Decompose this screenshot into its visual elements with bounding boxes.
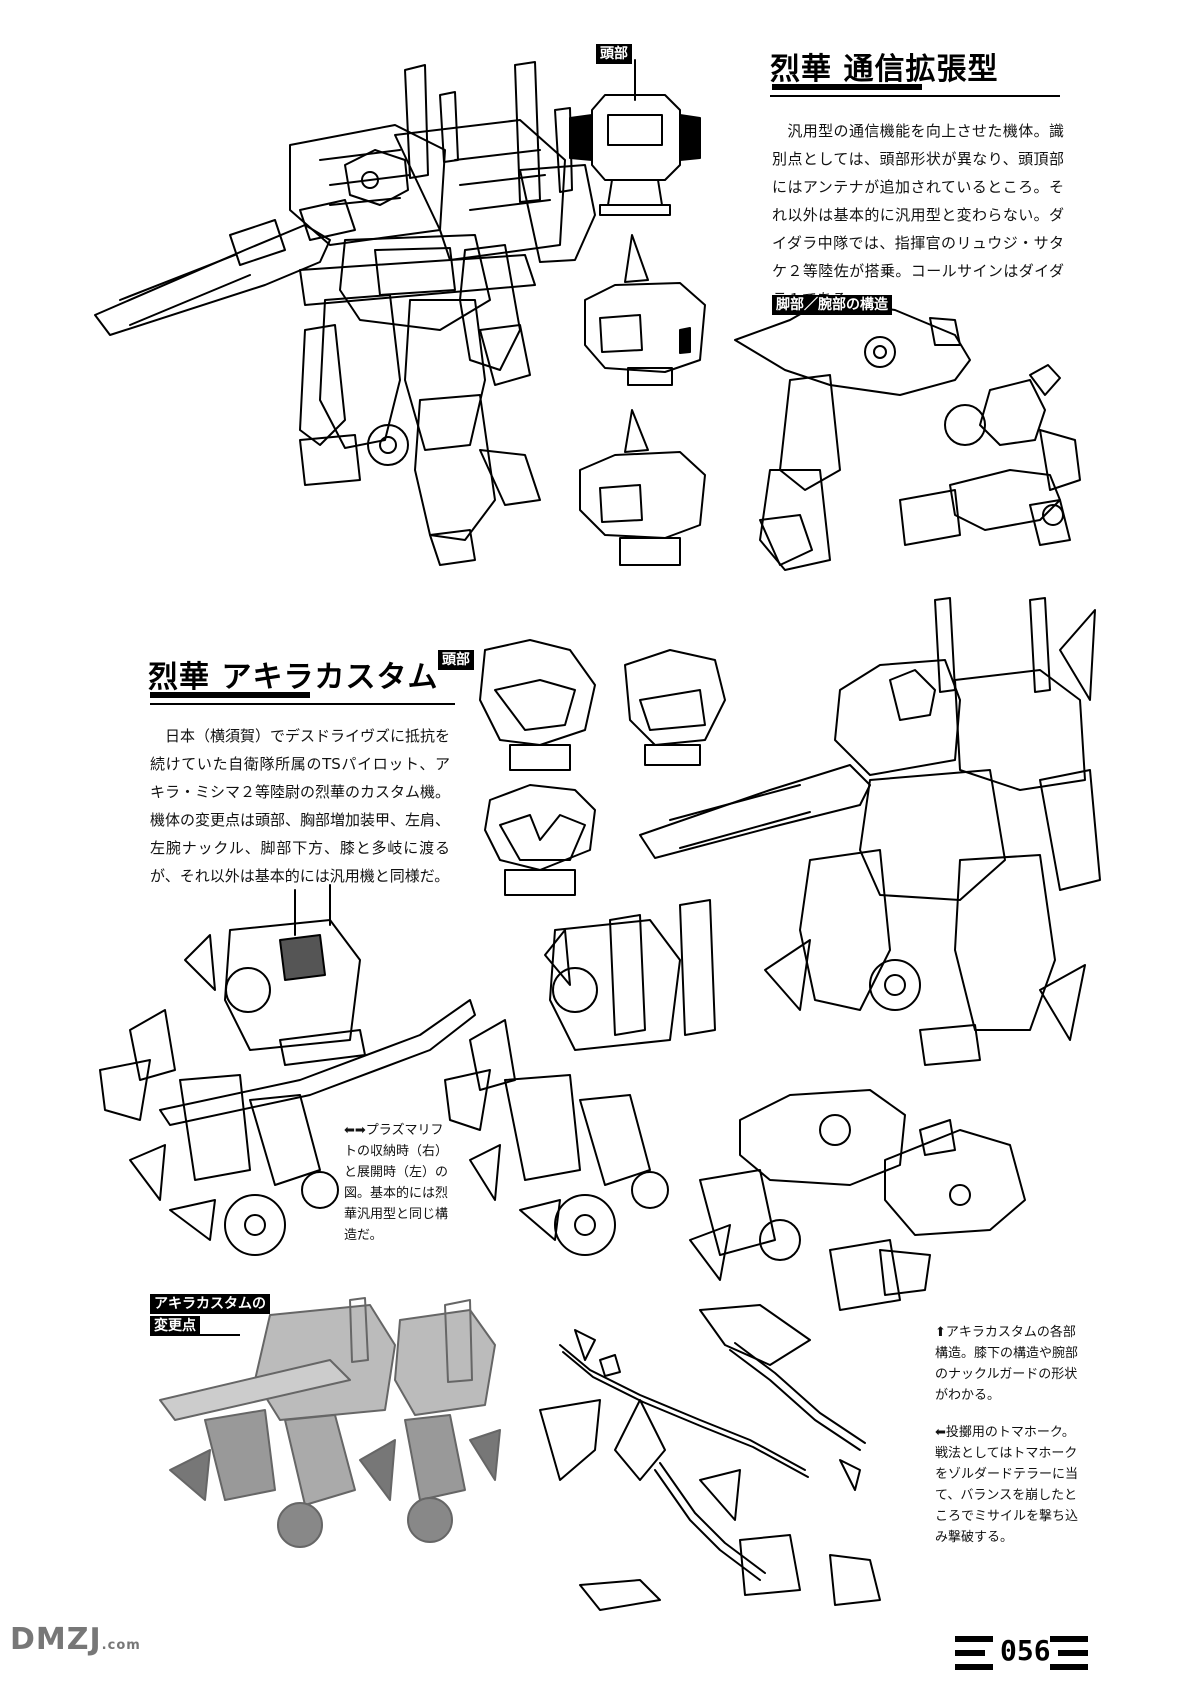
watermark-logo: DMZJ.com: [10, 1622, 141, 1657]
mecha-comm-type-illustration: [94, 61, 596, 566]
page-number: 056: [1000, 1634, 1051, 1667]
plasma-lift-caption: ⬅➡プラズマリフトの収納時（右）と展開時（左）の図。基本的には烈華汎用型と同じ構…: [344, 1123, 449, 1243]
comm-head-front-illustration: [569, 59, 701, 216]
akira-head-front-illustration: [479, 639, 596, 771]
comm-head-side-illustration: [584, 234, 706, 386]
section1-title-rule: [772, 84, 922, 90]
plasma-lift-deployed-illustration: [99, 884, 476, 1256]
tomahawk-caption: ⬅投擲用のトマホーク。戦法としてはトマホークをゾルダードテラーに当て、バランスを…: [935, 1425, 1079, 1545]
watermark-main: DMZJ: [10, 1622, 102, 1657]
changes-label: アキラカスタムの 変更点: [150, 1294, 270, 1336]
arm-leg-structure-illustration: [734, 299, 1081, 571]
page-number-decoration: [955, 1636, 1088, 1670]
watermark-sub: .com: [101, 1638, 141, 1653]
akira-head-rear-illustration: [484, 784, 596, 896]
section2-title: 烈華 アキラカスタム: [148, 660, 439, 695]
section2-head-label: 頭部: [438, 650, 474, 670]
akira-head-side-illustration: [624, 649, 726, 766]
akira-custom-full-body-illustration: [639, 597, 1101, 1066]
section2-body-text: 日本（横須賀）でデスドライヴズに抵抗を続けていた自衛隊所属のTSパイロット、アキ…: [150, 727, 451, 885]
plasma-lift-stowed-illustration: [444, 899, 716, 1256]
section1-head-label: 頭部: [596, 44, 632, 64]
section1-title-rule-thin: [770, 95, 1060, 97]
section2-title-rule-thin: [150, 703, 455, 705]
section2-title-rule: [150, 692, 310, 698]
changes-label-line2: 変更点: [150, 1316, 200, 1336]
parts-structure-caption: ⬆アキラカスタムの各部構造。膝下の構造や腕部のナックルガードの形状がわかる。: [935, 1325, 1079, 1403]
changes-label-line1: アキラカスタムの: [150, 1294, 270, 1314]
akira-changes-highlight-illustration: [159, 1297, 501, 1548]
section1-title: 烈華 通信拡張型: [770, 52, 999, 87]
comm-head-rear-illustration: [579, 409, 706, 566]
akira-parts-structure-illustration: [689, 1089, 1026, 1311]
changes-label-rule: [150, 1334, 240, 1336]
tomahawk-illustrations: [539, 1304, 881, 1611]
section1-body-text: 汎用型の通信機能を向上させた機体。識別点としては、頭部形状が異なり、頭頂部にはア…: [772, 122, 1064, 308]
section1-arm-leg-label: 脚部／腕部の構造: [772, 295, 892, 315]
